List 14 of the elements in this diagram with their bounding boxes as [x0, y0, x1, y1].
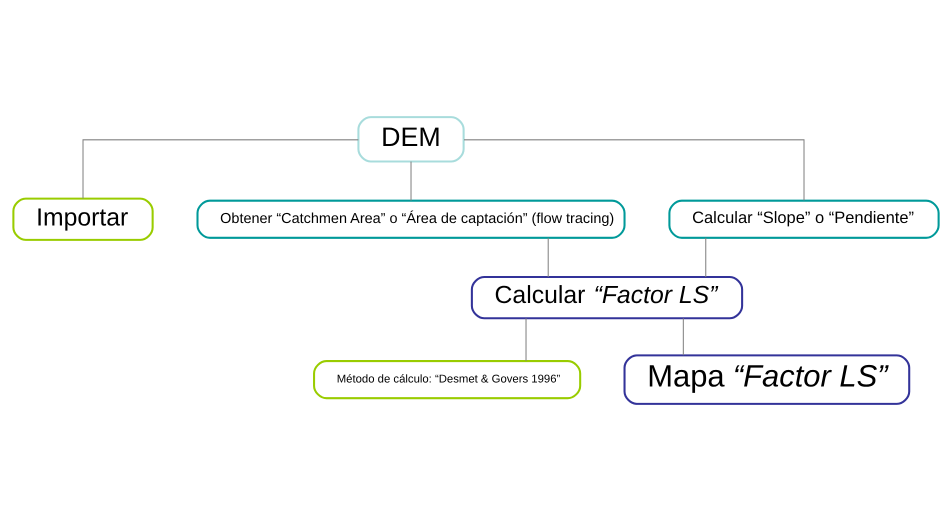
node-box: Importar	[12, 197, 154, 240]
connector	[704, 237, 706, 276]
connector	[547, 237, 548, 276]
node-box: Calcular “Slope” o “Pendiente”	[668, 199, 940, 238]
node-box: DEM	[356, 116, 464, 162]
node-box: Obtener “Catchmen Area” o “Área de captación” (flow tracing)	[196, 199, 626, 238]
connector	[525, 318, 526, 360]
node-box: Calcular “Factor LS”	[470, 275, 743, 319]
connector	[82, 138, 358, 198]
connector	[410, 161, 412, 200]
connector	[682, 318, 684, 355]
node-box: Método de cálculo: “Desmet & Govers 1996”	[312, 360, 581, 399]
node-box: Mapa “Factor LS”	[623, 354, 910, 404]
connector	[464, 138, 804, 200]
